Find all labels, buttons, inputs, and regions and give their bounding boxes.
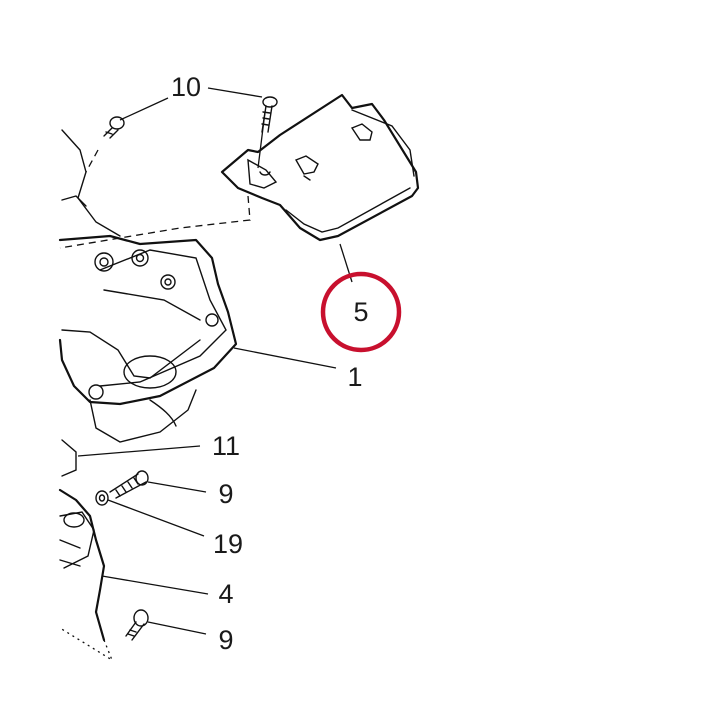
callout-9-upper: 9 — [218, 479, 233, 509]
callout-11: 11 — [212, 431, 240, 461]
callout-9-lower: 9 — [218, 625, 233, 655]
screw-part-10b — [103, 116, 125, 139]
washer-part-19 — [95, 490, 109, 506]
callout-19: 19 — [213, 529, 243, 559]
lower-body-part-4 — [58, 439, 106, 642]
callout-10: 10 — [171, 72, 201, 102]
highlight-circle — [320, 271, 402, 353]
bolt-part-9a — [109, 470, 149, 499]
cover-plate-part — [220, 93, 420, 242]
bolt-part-9b — [125, 609, 149, 641]
callout-1: 1 — [347, 362, 362, 392]
assembly-lines — [59, 129, 251, 662]
callout-4: 4 — [218, 579, 233, 609]
callout-5: 5 — [353, 297, 368, 327]
housing-part-1 — [58, 234, 238, 443]
